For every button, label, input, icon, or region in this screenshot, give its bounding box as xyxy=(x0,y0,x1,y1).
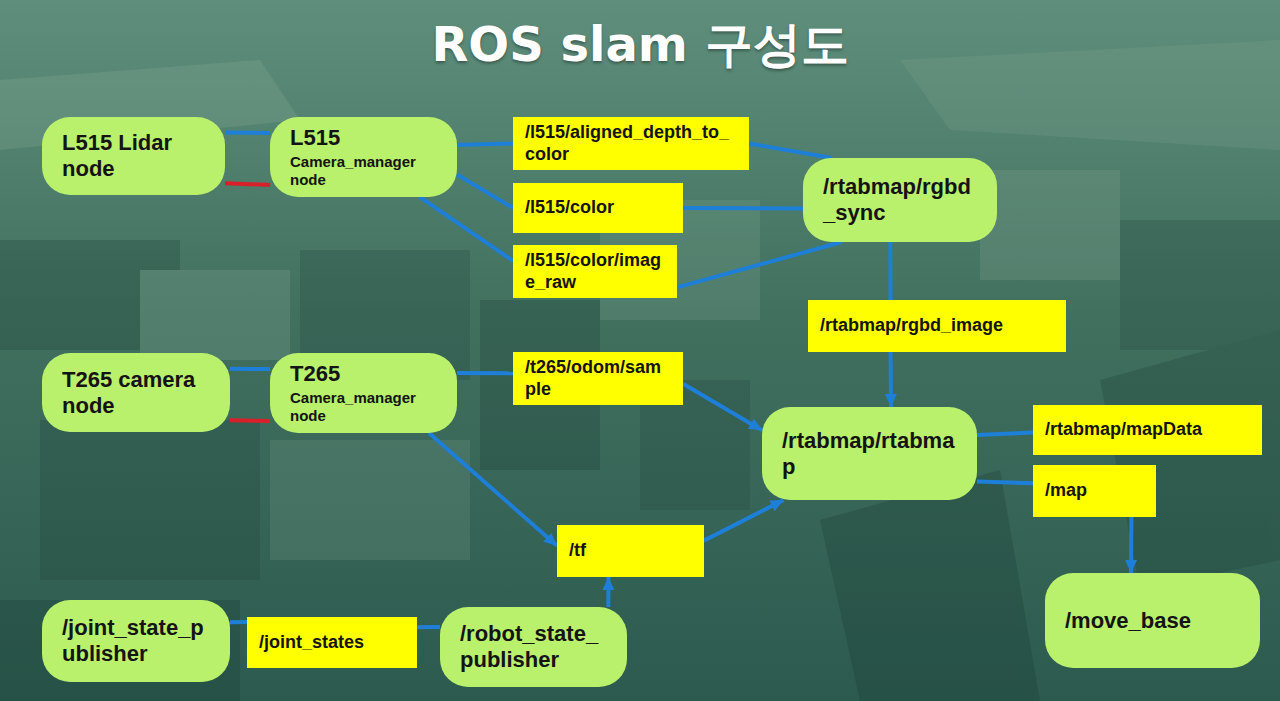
topic-box: /rtabmap/mapData xyxy=(1033,405,1262,455)
node-label: /joint_state_publisher xyxy=(62,615,210,667)
topic-box: /joint_states xyxy=(247,617,417,668)
diagram-title: ROS slam 구성도 xyxy=(431,16,848,74)
title-bar: ROS slam 구성도 xyxy=(0,16,1280,74)
node-label: /l515/color xyxy=(525,197,671,218)
ros-node-box: /move_base xyxy=(1045,573,1260,668)
node-label: /move_base xyxy=(1065,608,1240,634)
connector-line xyxy=(683,206,803,210)
ros-node-box: /rtabmap/rtabmap xyxy=(762,407,977,500)
connector-line xyxy=(457,144,513,145)
node-label: /joint_states xyxy=(259,632,405,653)
ros-node-box: T265Camera_manager node xyxy=(270,353,457,433)
connector-line xyxy=(230,418,270,423)
topic-box: /t265/odom/sample xyxy=(513,352,683,405)
node-label: /rtabmap/rgbd_sync xyxy=(823,174,977,226)
connector-line xyxy=(420,197,513,261)
town-shapes xyxy=(0,40,1280,701)
connector-line xyxy=(888,242,892,300)
node-subtext: Camera_manager node xyxy=(290,389,437,425)
node-label: /l515/color/image_raw xyxy=(525,250,665,292)
node-label: /l515/aligned_depth_to_color xyxy=(525,122,737,164)
ros-node-box: /joint_state_publisher xyxy=(42,600,230,682)
node-label: T265 xyxy=(290,361,437,387)
connector-line xyxy=(457,371,513,375)
connector-line xyxy=(457,175,513,208)
connector-line xyxy=(749,144,832,159)
ros-node-box: /rtabmap/rgbd_sync xyxy=(803,158,997,242)
ros-node-box: /robot_state_publisher xyxy=(440,607,627,687)
node-label: /rtabmap/rgbd_image xyxy=(820,315,1054,336)
connector-line xyxy=(225,183,270,185)
node-label: /map xyxy=(1045,480,1144,501)
topic-box: /l515/aligned_depth_to_color xyxy=(513,117,749,170)
node-label: /t265/odom/sample xyxy=(525,357,671,399)
node-label: /rtabmap/mapData xyxy=(1045,419,1250,440)
node-label: L515 xyxy=(290,125,437,151)
connector-line xyxy=(677,242,842,287)
node-label: /tf xyxy=(569,540,692,561)
connector-line xyxy=(889,352,893,407)
connector-line xyxy=(429,433,557,546)
connector-line xyxy=(1129,517,1133,573)
connector-line xyxy=(230,620,247,624)
connector-line xyxy=(704,500,784,541)
connector-line xyxy=(225,131,270,135)
connector-line xyxy=(606,577,610,607)
connector-line xyxy=(230,367,270,371)
ros-node-box: T265 camera node xyxy=(42,353,230,432)
node-label: /rtabmap/rtabmap xyxy=(782,428,957,480)
connector-line xyxy=(683,384,762,430)
topic-box: /rtabmap/rgbd_image xyxy=(808,300,1066,352)
connector-line xyxy=(977,481,1033,483)
topic-box: /l515/color xyxy=(513,183,683,233)
node-label: L515 Lidar node xyxy=(62,130,205,182)
topic-box: /tf xyxy=(557,525,704,577)
connector-line xyxy=(417,625,440,629)
ros-node-box: L515Camera_manager node xyxy=(270,117,457,197)
node-label: T265 camera node xyxy=(62,367,210,419)
node-subtext: Camera_manager node xyxy=(290,153,437,189)
topic-box: /map xyxy=(1033,465,1156,517)
ros-node-box: L515 Lidar node xyxy=(42,117,225,195)
topic-box: /l515/color/image_raw xyxy=(513,245,677,298)
node-label: /robot_state_publisher xyxy=(460,621,607,673)
connector-line xyxy=(977,433,1033,435)
